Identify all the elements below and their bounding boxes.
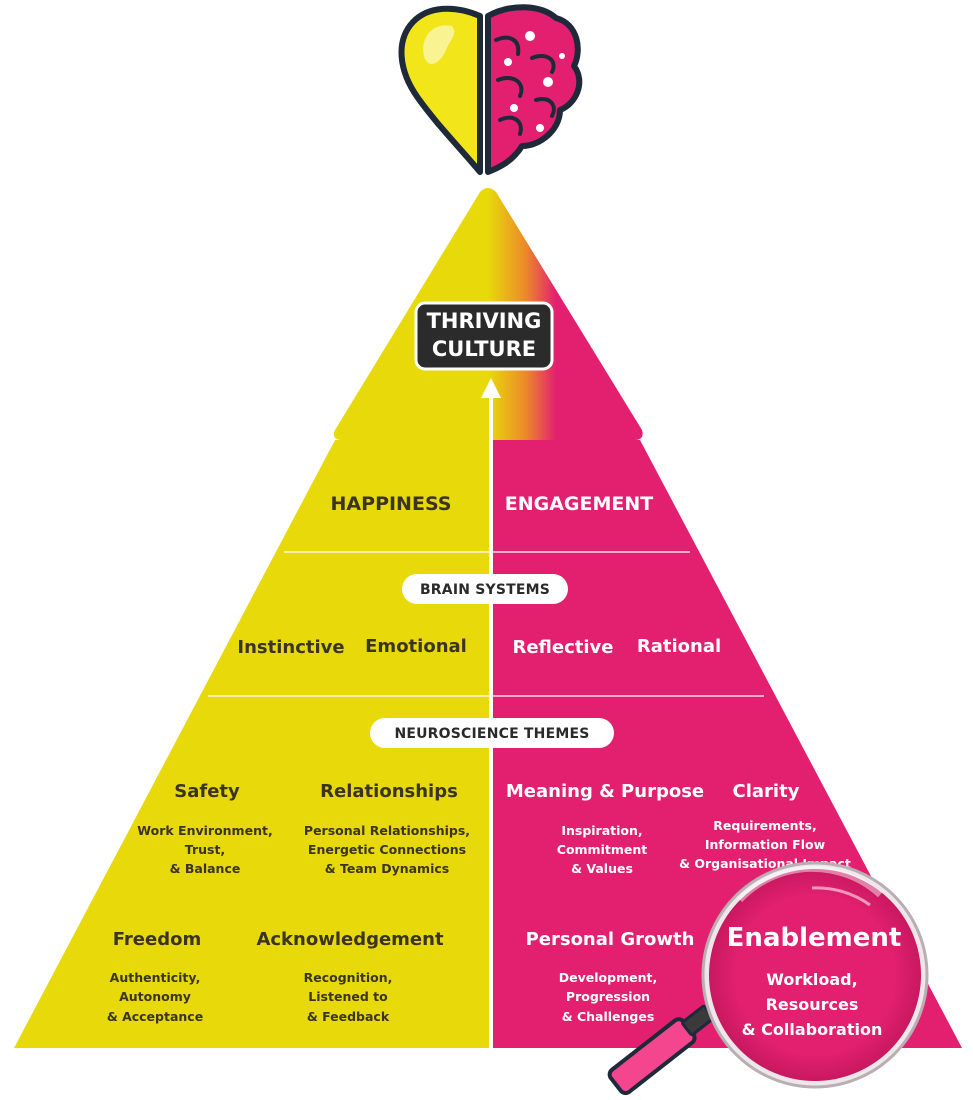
neuroscience-themes-pill: NEUROSCIENCE THEMES	[370, 718, 614, 748]
theme-title: Meaning & Purpose	[506, 781, 704, 802]
brain-system-emotional: Emotional	[365, 636, 467, 657]
theme-title: Acknowledgement	[256, 929, 444, 950]
theme-detail: & Values	[571, 861, 633, 876]
engagement-label: ENGAGEMENT	[505, 493, 654, 515]
theme-detail: Progression	[566, 989, 650, 1004]
theme-meaning-purpose: Meaning & Purpose Inspiration, Commitmen…	[506, 781, 704, 876]
thriving-culture-badge: THRIVING CULTURE	[414, 301, 554, 371]
theme-title: Clarity	[733, 781, 800, 802]
theme-title: Relationships	[320, 781, 458, 802]
theme-title: Freedom	[113, 929, 201, 950]
theme-detail: Resources	[766, 995, 859, 1014]
theme-detail: Personal Relationships,	[304, 823, 470, 838]
theme-title: Enablement	[727, 923, 902, 953]
happiness-label: HAPPINESS	[331, 493, 452, 515]
theme-title: Safety	[174, 781, 240, 802]
apex-line2: CULTURE	[432, 337, 536, 361]
theme-detail: Recognition,	[304, 970, 393, 985]
theme-detail: & Acceptance	[107, 1009, 203, 1024]
theme-detail: & Collaboration	[742, 1020, 883, 1039]
theme-safety: Safety Work Environment, Trust, & Balanc…	[137, 781, 272, 876]
brain-systems-label: BRAIN SYSTEMS	[420, 582, 550, 598]
theme-personal-growth: Personal Growth Development, Progression…	[526, 929, 695, 1024]
brain-system-rational: Rational	[637, 636, 721, 657]
theme-freedom: Freedom Authenticity, Autonomy & Accepta…	[107, 929, 203, 1024]
theme-detail: & Balance	[170, 861, 241, 876]
magnifying-glass-icon	[607, 861, 929, 1096]
theme-detail: Inspiration,	[561, 823, 642, 838]
neuroscience-themes-label: NEUROSCIENCE THEMES	[394, 726, 589, 742]
brain-system-reflective: Reflective	[512, 637, 613, 658]
theme-detail: Development,	[559, 970, 657, 985]
theme-detail: Energetic Connections	[308, 842, 466, 857]
theme-title: Personal Growth	[526, 929, 695, 950]
brain-systems-pill: BRAIN SYSTEMS	[402, 574, 568, 604]
theme-detail: & Team Dynamics	[325, 861, 449, 876]
theme-detail: Requirements,	[713, 818, 816, 833]
theme-detail: Authenticity,	[110, 970, 201, 985]
theme-detail: Listened to	[308, 989, 388, 1004]
theme-detail: & Feedback	[307, 1009, 390, 1024]
apex-line1: THRIVING	[427, 309, 542, 333]
theme-detail: Trust,	[185, 842, 225, 857]
theme-enablement: Enablement Workload, Resources & Collabo…	[727, 923, 902, 1039]
theme-detail: Commitment	[557, 842, 647, 857]
theme-detail: & Challenges	[562, 1009, 655, 1024]
theme-detail: Information Flow	[705, 837, 826, 852]
heart-brain-icon	[398, 4, 583, 175]
brain-system-instinctive: Instinctive	[237, 637, 344, 658]
theme-acknowledgement: Acknowledgement Recognition, Listened to…	[256, 929, 444, 1024]
theme-relationships: Relationships Personal Relationships, En…	[304, 781, 470, 876]
theme-detail: Autonomy	[119, 989, 191, 1004]
theme-detail: Work Environment,	[137, 823, 272, 838]
theme-detail: Workload,	[766, 970, 857, 989]
